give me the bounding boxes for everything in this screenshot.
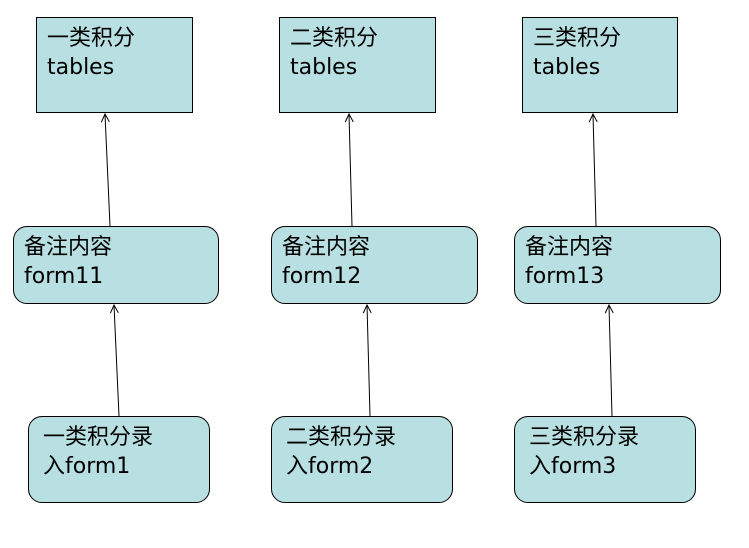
form-1-name: form11 [24, 264, 104, 289]
arrow-form13-to-table3 [593, 114, 596, 227]
form-box-2: 备注内容 form12 [271, 226, 478, 304]
arrow-entry1-to-form11 [114, 305, 120, 417]
form-3-name: form13 [525, 264, 605, 289]
table-1-title: 一类积分 [47, 26, 136, 51]
entry-2-line1: 二类积分录 [286, 425, 397, 450]
arrow-form12-to-table2 [349, 114, 352, 227]
table-1-name: tables [47, 55, 115, 80]
form-2-title: 备注内容 [282, 235, 371, 260]
table-box-3: 三类积分 tables [522, 17, 678, 113]
form-1-title: 备注内容 [24, 235, 113, 260]
table-3-title: 三类积分 [533, 26, 622, 51]
form-box-1: 备注内容 form11 [13, 226, 219, 304]
table-3-name: tables [533, 55, 601, 80]
entry-1-line1: 一类积分录 [43, 425, 154, 450]
table-2-title: 二类积分 [290, 26, 379, 51]
form-3-title: 备注内容 [525, 235, 614, 260]
entry-3-line1: 三类积分录 [529, 425, 640, 450]
table-box-2: 二类积分 tables [279, 17, 436, 113]
table-box-1: 一类积分 tables [36, 17, 193, 113]
entry-3-line2: 入form3 [529, 454, 617, 479]
entry-box-3: 三类积分录 入form3 [514, 416, 696, 503]
entry-box-1: 一类积分录 入form1 [28, 416, 210, 503]
form-2-name: form12 [282, 264, 362, 289]
entry-box-2: 二类积分录 入form2 [271, 416, 453, 503]
entry-2-line2: 入form2 [286, 454, 374, 479]
arrow-form11-to-table1 [105, 114, 111, 227]
form-box-3: 备注内容 form13 [514, 226, 721, 304]
arrow-entry3-to-form13 [609, 305, 612, 417]
table-2-name: tables [290, 55, 358, 80]
arrow-entry2-to-form12 [367, 305, 370, 417]
entry-1-line2: 入form1 [43, 454, 131, 479]
